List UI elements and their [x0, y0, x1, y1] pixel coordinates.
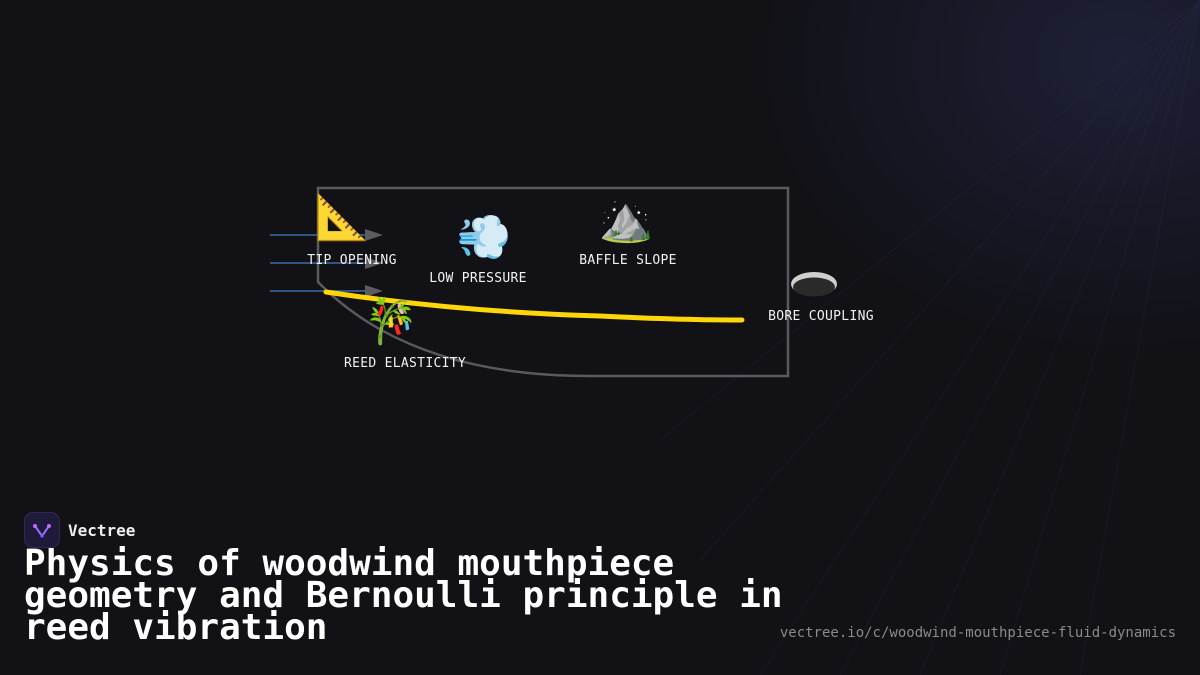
node-label-reed-elasticity: REED ELASTICITY [344, 356, 466, 371]
brand-name: Vectree [68, 520, 136, 540]
source-url[interactable]: vectree.io/c/woodwind-mouthpiece-fluid-d… [779, 625, 1176, 641]
dash-wind-icon: 💨 [456, 212, 512, 263]
airflow-arrowhead [365, 285, 383, 297]
bamboo-icon: 🎋 [363, 296, 419, 347]
hole-icon [791, 272, 837, 297]
brand: Vectree [24, 512, 135, 548]
node-label-low-pressure: LOW PRESSURE [429, 271, 527, 286]
triangular-ruler-icon: 📐 [314, 192, 370, 243]
reed-curve [323, 289, 745, 323]
page-title: Physics of woodwind mouthpiece geometry … [24, 543, 783, 648]
airflow-arrowhead [365, 257, 383, 269]
mountain-icon: ⛰️ [598, 194, 654, 245]
node-label-bore-coupling: BORE COUPLING [768, 309, 874, 324]
mouthpiece-chamber-outline [316, 186, 790, 378]
airflow-arrowhead [365, 229, 383, 241]
vectree-logo-icon [24, 512, 60, 548]
node-label-baffle-slope: BAFFLE SLOPE [579, 253, 677, 268]
node-label-tip-opening: TIP OPENING [307, 253, 397, 268]
airflow-arrows [270, 229, 383, 297]
